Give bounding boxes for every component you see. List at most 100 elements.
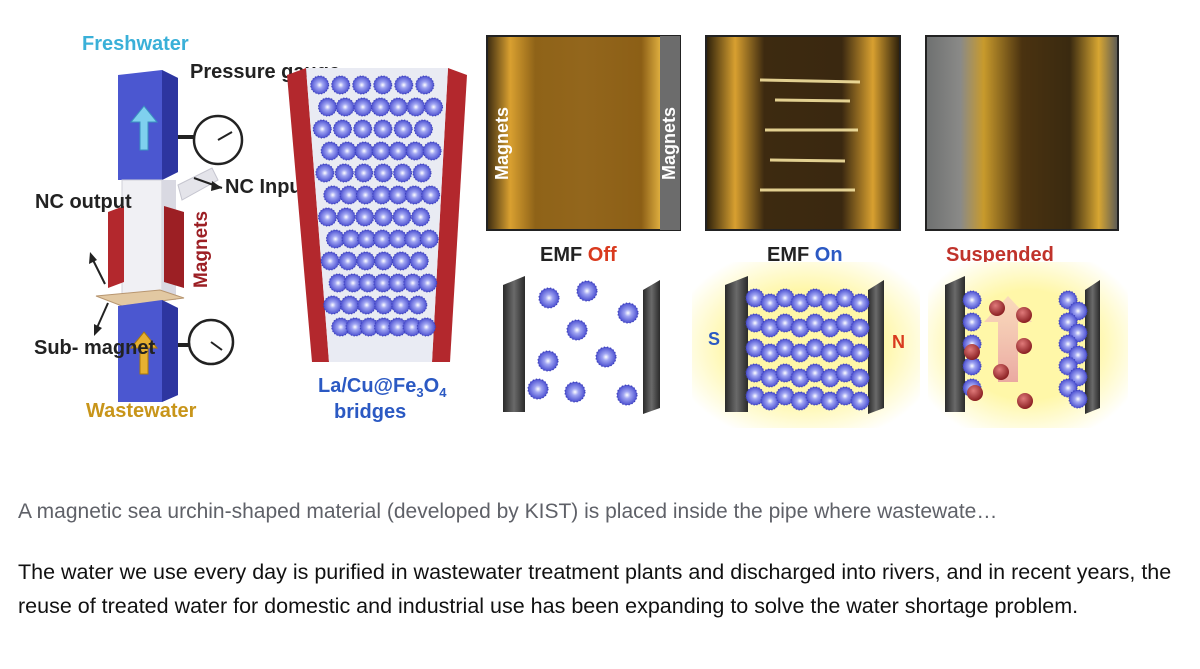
diagram-emf-off — [503, 276, 660, 414]
bridge-particle — [357, 295, 377, 315]
nc-output-label: NC output — [35, 191, 132, 213]
photo-emf-on — [705, 35, 901, 231]
bridge-particle — [335, 97, 355, 117]
bridge-particle — [372, 185, 392, 205]
free-particle — [617, 302, 639, 324]
bridge-particle — [320, 251, 340, 271]
bridge-particle — [373, 75, 393, 95]
free-particle — [576, 280, 598, 302]
bridge-particle — [418, 273, 438, 293]
bridge-particle — [323, 185, 343, 205]
bridge-particle — [422, 141, 442, 161]
chained-particle — [850, 343, 870, 363]
free-particle — [566, 319, 588, 341]
bridge-label-second: bridges — [334, 401, 406, 423]
bridge-particle — [355, 207, 375, 227]
bridge-particle — [419, 229, 439, 249]
bridge-particle — [357, 229, 377, 249]
wastewater-label: Wastewater — [86, 400, 197, 422]
free-particle — [527, 378, 549, 400]
column-schematic — [89, 70, 244, 402]
bridge-particle — [392, 207, 412, 227]
bridge-label-sub4: 4 — [439, 385, 447, 400]
article-paragraph: The water we use every day is purified i… — [18, 560, 1172, 618]
bridge-particle — [411, 207, 431, 227]
bridge-particle — [421, 185, 441, 205]
bridge-particle — [341, 229, 361, 249]
suspended-solid-particle — [989, 300, 1005, 316]
freshwater-label: Freshwater — [82, 33, 189, 55]
bridge-particle — [408, 295, 428, 315]
suspended-solids-line1: Suspended — [946, 244, 1054, 266]
bridge-particle — [317, 207, 337, 227]
nc-input-label: NC Input — [225, 176, 309, 198]
bridge-particle — [338, 251, 358, 271]
bridge-particle — [355, 185, 375, 205]
figure-caption: A magnetic sea urchin-shaped material (d… — [18, 500, 998, 523]
bridge-particle — [312, 119, 332, 139]
suspended-solid-particle — [967, 385, 983, 401]
pole-s-label: S — [708, 329, 720, 349]
bridge-particle — [393, 119, 413, 139]
bridge-particle — [372, 229, 392, 249]
suspended-solid-particle — [1016, 338, 1032, 354]
bridge-label-o: O — [424, 375, 440, 397]
free-particle — [538, 287, 560, 309]
bridge-particle — [371, 97, 391, 117]
photo-magnets-right-label: Magnets — [659, 107, 679, 180]
suspended-solid-particle — [964, 344, 980, 360]
bridge-particle — [373, 163, 393, 183]
off-particles — [527, 280, 639, 406]
bridge-particle — [374, 251, 394, 271]
bridge-particle — [310, 75, 330, 95]
magnets-label: Magnets — [191, 211, 212, 288]
emf-on-prefix: EMF — [767, 244, 809, 266]
bridge-particle — [334, 163, 354, 183]
chained-particle — [850, 293, 870, 313]
bridge-particle — [415, 75, 435, 95]
bridge-particle — [416, 317, 436, 337]
suspended-solid-particle — [993, 364, 1009, 380]
emf-off-prefix: EMF — [540, 244, 582, 266]
bridge-particle — [373, 119, 393, 139]
bridge-particle — [404, 229, 424, 249]
bridge-particle — [391, 295, 411, 315]
bridge-particle — [413, 119, 433, 139]
bridge-particle — [340, 295, 360, 315]
bridge-particle — [318, 97, 337, 117]
bridge-particle — [331, 75, 351, 95]
wall-particle — [1068, 389, 1088, 409]
bridge-particle — [354, 163, 374, 183]
bridge-particle — [337, 141, 357, 161]
bridge-label: La/Cu@Fe3O4 — [318, 375, 447, 400]
pole-n-label: N — [892, 332, 905, 352]
bridge-particle — [404, 185, 424, 205]
bridge-label-main: La/Cu@Fe — [318, 375, 416, 397]
bridge-particle — [388, 141, 408, 161]
bridge-particle — [325, 229, 345, 249]
chained-particle — [850, 318, 870, 338]
bridge-particle — [388, 229, 408, 249]
free-particle — [564, 381, 586, 403]
bridge-particle — [339, 185, 359, 205]
emf-on-state: On — [815, 244, 843, 266]
photo-emf-off — [486, 35, 681, 231]
bridge-particle — [388, 185, 408, 205]
diagram-emf-on — [692, 262, 920, 428]
suspended-solid-particle — [1017, 393, 1033, 409]
bridge-particle — [336, 207, 356, 227]
emf-off-state: Off — [588, 244, 617, 266]
bridge-particle — [320, 141, 340, 161]
suspended-particles — [962, 290, 1088, 409]
emf-off-label: EMF Off — [540, 244, 617, 266]
chained-particle — [850, 391, 870, 411]
bridge-particle — [393, 163, 413, 183]
bridge-particle — [353, 119, 373, 139]
wall-particle — [962, 290, 982, 310]
bridge-particle — [323, 295, 343, 315]
bridge-particle — [406, 97, 426, 117]
diagram-suspended-solids — [928, 262, 1128, 428]
bridge-particle — [391, 251, 411, 271]
figure: Freshwater Pressure gauge NC Input NC ou… — [34, 33, 1128, 428]
photo-magnets-left-label: Magnets — [492, 107, 512, 180]
